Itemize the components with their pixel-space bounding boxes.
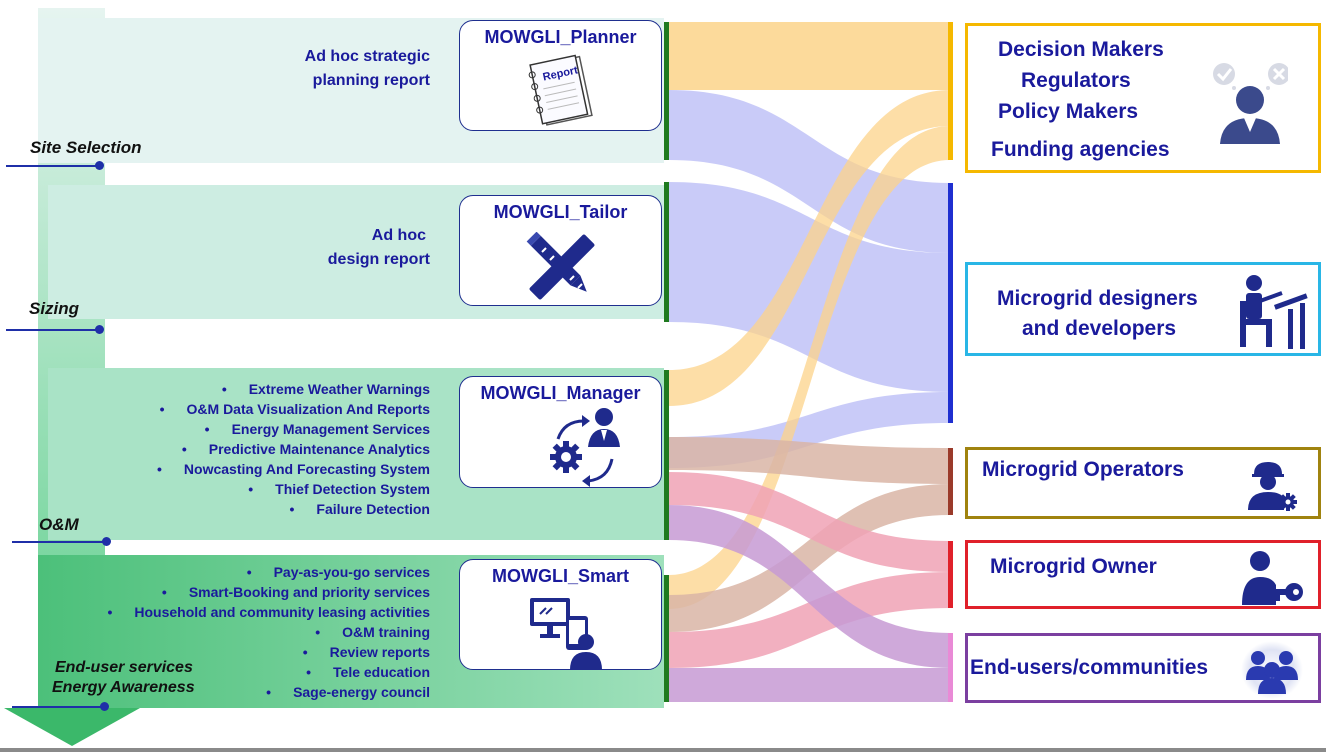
node-owner-bar bbox=[948, 541, 953, 608]
node-endusers-bar bbox=[948, 633, 953, 702]
list-item: Predictive Maintenance Analytics bbox=[157, 439, 430, 459]
stakeholder-designers-box: Microgrid designers and developers bbox=[965, 262, 1321, 356]
planner-report-line1: Ad hoc strategic bbox=[304, 48, 430, 65]
tailor-report-line2: design report bbox=[327, 251, 430, 268]
list-item: Failure Detection bbox=[157, 499, 430, 519]
stakeholder-designers-line2: and developers bbox=[1022, 317, 1177, 340]
stakeholder-owner-line1: Microgrid Owner bbox=[990, 555, 1157, 578]
flow-manager-to-owner bbox=[669, 472, 950, 572]
planner-source-bar bbox=[664, 22, 669, 160]
owner-key-icon bbox=[1242, 551, 1303, 605]
smart-devices-user-icon bbox=[530, 598, 602, 670]
list-item: Sage-energy council bbox=[107, 682, 430, 702]
smart-services-list: Pay-as-you-go services Smart-Booking and… bbox=[107, 562, 430, 702]
stakeholder-decision-line4: Funding agencies bbox=[991, 138, 1170, 161]
pencil-ruler-icon bbox=[526, 232, 595, 300]
stakeholder-decision-line1: Decision Makers bbox=[998, 38, 1164, 61]
report-notebook-icon: Report bbox=[528, 54, 593, 126]
stakeholder-operators-line1: Microgrid Operators bbox=[982, 458, 1184, 481]
flow-planner-to-decision bbox=[669, 22, 950, 90]
list-item: Review reports bbox=[107, 642, 430, 662]
manager-services-list: Extreme Weather Warnings O&M Data Visual… bbox=[157, 379, 430, 519]
tailor-report-line1: Ad hoc bbox=[371, 227, 426, 244]
mowgli-planner-box: MOWGLI_Planner Report bbox=[459, 20, 662, 131]
list-item: Pay-as-you-go services bbox=[107, 562, 430, 582]
stage-sizing-label: Sizing bbox=[29, 299, 80, 318]
stage-site-selection-line bbox=[6, 165, 98, 167]
flow-tailor-to-designers bbox=[669, 182, 950, 392]
list-item: Thief Detection System bbox=[157, 479, 430, 499]
flow-smart-to-decision bbox=[669, 126, 950, 609]
stage-sizing-line bbox=[6, 329, 98, 331]
stage-end-user-line bbox=[12, 706, 104, 708]
stakeholder-owner-box: Microgrid Owner bbox=[965, 540, 1321, 609]
flow-planner-to-designers bbox=[669, 90, 950, 253]
list-item: O&M Data Visualization And Reports bbox=[157, 399, 430, 419]
flow-manager-to-decision bbox=[669, 90, 950, 406]
stakeholder-designers-line1: Microgrid designers bbox=[997, 287, 1198, 310]
bottom-divider bbox=[0, 748, 1326, 752]
manager-gear-icon bbox=[550, 408, 620, 487]
mowgli-manager-box: MOWGLI_Manager bbox=[459, 376, 662, 488]
designer-desk-icon bbox=[1240, 275, 1308, 349]
list-item: Nowcasting And Forecasting System bbox=[157, 459, 430, 479]
node-operators-bar bbox=[948, 448, 953, 515]
community-group-icon bbox=[1241, 641, 1303, 699]
list-item: Energy Management Services bbox=[157, 419, 430, 439]
flow-smart-to-operators bbox=[669, 484, 950, 632]
mowgli-planner-title: MOWGLI_Planner bbox=[484, 27, 637, 47]
mowgli-manager-title: MOWGLI_Manager bbox=[480, 383, 641, 403]
stage-site-selection-label: Site Selection bbox=[30, 138, 142, 157]
mowgli-smart-title: MOWGLI_Smart bbox=[491, 566, 629, 586]
smart-source-bar bbox=[664, 575, 669, 702]
tailor-report-text: Ad hoc design report bbox=[328, 224, 430, 272]
stakeholder-operators-box: Microgrid Operators bbox=[965, 447, 1321, 519]
stakeholder-endusers-box: End-users/communities bbox=[965, 633, 1321, 703]
list-item: Smart-Booking and priority services bbox=[107, 582, 430, 602]
planner-report-line2: planning report bbox=[312, 72, 430, 89]
tailor-source-bar bbox=[664, 182, 669, 322]
flow-smart-to-endusers bbox=[669, 668, 950, 702]
stage-om-dot bbox=[102, 537, 111, 546]
stage-end-user-dot bbox=[100, 702, 109, 711]
flow-manager-to-endusers bbox=[669, 505, 950, 668]
stakeholder-decision-line2: Regulators bbox=[1021, 69, 1131, 92]
list-item: Tele education bbox=[107, 662, 430, 682]
flow-manager-to-operators bbox=[669, 437, 950, 484]
stage-site-selection-dot bbox=[95, 161, 104, 170]
decision-maker-icon bbox=[1213, 63, 1288, 144]
mowgli-tailor-box: MOWGLI_Tailor bbox=[459, 195, 662, 306]
node-decision-bar bbox=[948, 22, 953, 160]
stakeholder-decision-box: Decision Makers Regulators Policy Makers… bbox=[965, 23, 1321, 173]
list-item: Household and community leasing activiti… bbox=[107, 602, 430, 622]
list-item: O&M training bbox=[107, 622, 430, 642]
mowgli-smart-box: MOWGLI_Smart bbox=[459, 559, 662, 670]
timeline-arrow-icon bbox=[4, 708, 140, 746]
manager-source-bar bbox=[664, 370, 669, 540]
stakeholder-decision-line3: Policy Makers bbox=[998, 100, 1139, 123]
mowgli-tailor-title: MOWGLI_Tailor bbox=[493, 202, 628, 222]
planner-report-text: Ad hoc strategic planning report bbox=[305, 45, 430, 93]
list-item: Extreme Weather Warnings bbox=[157, 379, 430, 399]
stage-om-line bbox=[12, 541, 104, 543]
node-designers-bar bbox=[948, 183, 953, 423]
flow-smart-to-owner bbox=[669, 572, 950, 668]
stage-sizing-dot bbox=[95, 325, 104, 334]
stage-om-label: O&M bbox=[39, 515, 79, 534]
stakeholder-endusers-line1: End-users/communities bbox=[970, 656, 1209, 679]
engineer-gear-icon bbox=[1248, 462, 1297, 511]
